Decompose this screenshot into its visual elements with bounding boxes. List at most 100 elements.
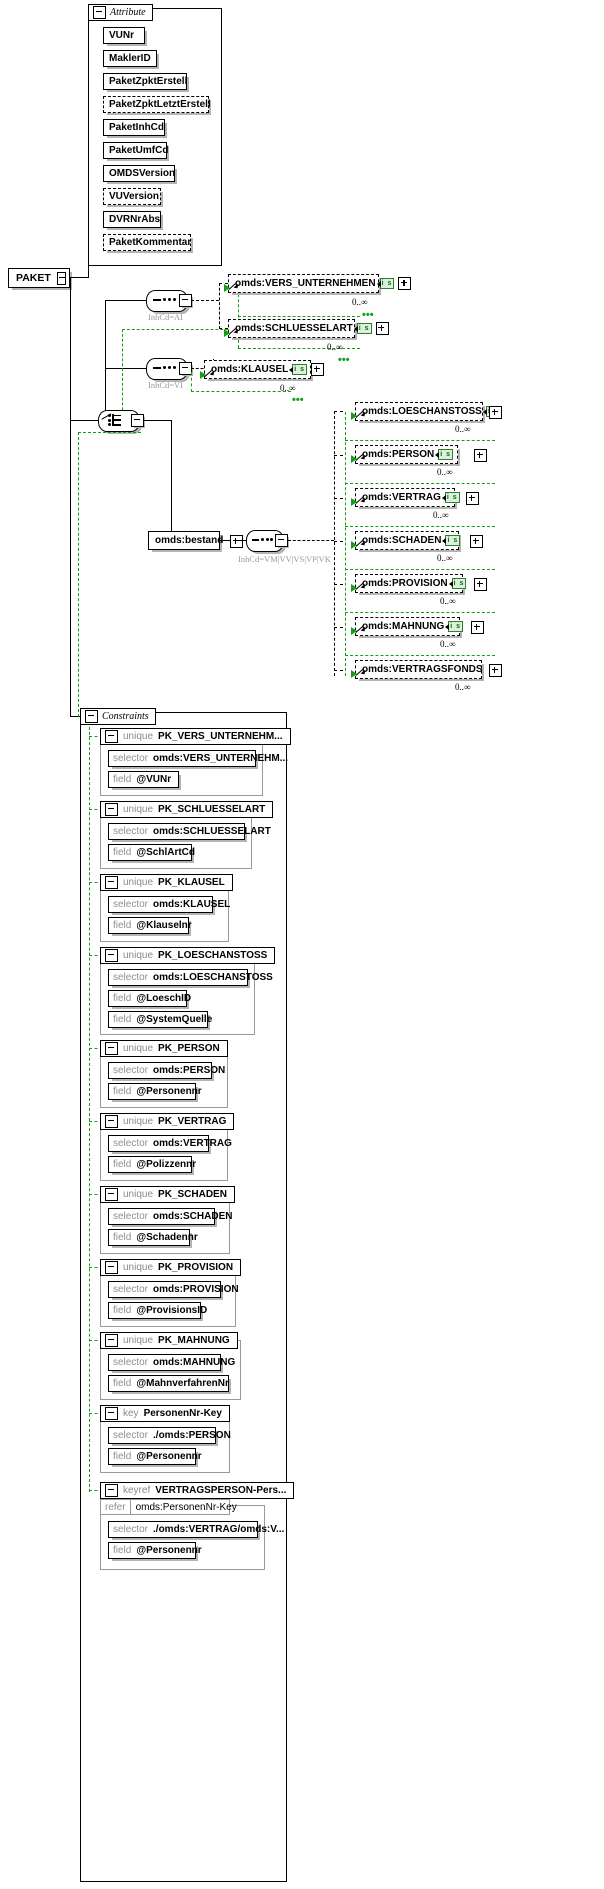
expand-icon[interactable] — [375, 322, 389, 335]
collapse-icon[interactable] — [105, 1115, 118, 1128]
constraint-field[interactable]: field @VUNr — [108, 771, 179, 788]
constraint-header-personennr-key[interactable]: key PersonenNr-Key — [100, 1405, 230, 1422]
constraint-field[interactable]: field @Polizzennr — [108, 1156, 196, 1173]
constraint-field[interactable]: field @Personennr — [108, 1083, 202, 1100]
compositor-sequence-vi[interactable] — [146, 358, 194, 380]
expand-icon[interactable] — [470, 535, 483, 548]
constraint-selector[interactable]: selector omds:PERSON — [108, 1062, 225, 1079]
occurrence-label: 0..∞ — [437, 553, 453, 563]
attribute-vuversion[interactable]: VUVersion — [103, 188, 161, 205]
collapse-icon[interactable] — [105, 803, 118, 816]
collapse-icon[interactable] — [105, 949, 118, 962]
constraint-field[interactable]: field @Personennr — [108, 1542, 202, 1559]
root-element-paket[interactable]: PAKET — [8, 268, 70, 288]
constraint-selector[interactable]: selector ./omds:PERSON — [108, 1427, 231, 1444]
constraint-refer[interactable]: refer omds:PersonenNr-Key — [100, 1499, 237, 1515]
compositor-choice[interactable] — [98, 410, 146, 432]
constraint-selector[interactable]: selector omds:KLAUSEL — [108, 896, 230, 913]
attribute-paketinhcd[interactable]: PaketInhCd — [103, 119, 165, 136]
constraint-field[interactable]: field @LoeschID — [108, 990, 191, 1007]
attribute-dvrnrabs[interactable]: DVRNrAbs — [103, 211, 161, 228]
constraint-header-pk-schaden[interactable]: unique PK_SCHADEN — [100, 1186, 235, 1203]
constraint-header-pk-person[interactable]: unique PK_PERSON — [100, 1040, 228, 1057]
constraints-frame-header[interactable]: Constraints — [80, 708, 156, 725]
constraint-selector[interactable]: selector omds:MAHNUNG — [108, 1354, 235, 1371]
expand-icon[interactable] — [471, 621, 484, 634]
collapse-icon[interactable] — [275, 534, 288, 547]
element-bestand[interactable]: omds:bestand — [148, 531, 223, 550]
attribute-maklerid[interactable]: MaklerID — [103, 50, 157, 67]
constraint-selector[interactable]: selector omds:VERS_UNTERNEHM... — [108, 750, 288, 767]
constraint-field[interactable]: field @Schadennr — [108, 1229, 198, 1246]
element-schluesselart[interactable]: omds:SCHLUESSELART i s — [228, 319, 389, 338]
constraint-name: PK_SCHADEN — [158, 1189, 227, 1200]
expand-icon[interactable] — [466, 492, 479, 505]
attribute-vunr[interactable]: VUNr — [103, 27, 145, 44]
constraint-header-pk-loeschanstoss[interactable]: unique PK_LOESCHANSTOSS — [100, 947, 276, 964]
element-vertrag[interactable]: omds:VERTRAG i s — [355, 488, 460, 507]
constraint-field-2[interactable]: field @SystemQuelle — [108, 1011, 212, 1028]
collapse-icon[interactable] — [93, 6, 106, 19]
constraint-field[interactable]: field @MahnverfahrenNr — [108, 1375, 229, 1392]
constraint-field[interactable]: field @ProvisionsID — [108, 1302, 207, 1319]
element-loeschanstoss[interactable]: omds:LOESCHANSTOSS i s — [355, 402, 501, 421]
element-provision[interactable]: omds:PROVISION i s — [355, 574, 467, 593]
constraint-selector[interactable]: selector omds:LOESCHANSTOSS — [108, 969, 273, 986]
element-vertragsfonds[interactable]: omds:VERTRAGSFONDS — [355, 660, 483, 679]
attribute-paketumfcd[interactable]: PaketUmfCd — [103, 142, 168, 159]
constraint-selector[interactable]: selector omds:SCHADEN — [108, 1208, 232, 1225]
constraint-selector[interactable]: selector omds:SCHLUESSELART — [108, 823, 271, 840]
element-person[interactable]: omds:PERSON i s — [355, 445, 458, 464]
expand-icon[interactable] — [311, 363, 325, 376]
constraint-field[interactable]: field @SchlArtCd — [108, 844, 195, 861]
selector-kind-label: selector — [113, 826, 149, 837]
compositor-sequence-ai[interactable] — [146, 290, 194, 312]
constraint-name: PK_MAHNUNG — [158, 1335, 230, 1346]
expand-icon[interactable] — [489, 406, 502, 419]
expand-icon[interactable] — [398, 277, 412, 290]
collapse-icon[interactable] — [105, 1042, 118, 1055]
attribute-paketkommentar[interactable]: PaketKommentar — [103, 234, 191, 251]
constraint-header-pk-klausel[interactable]: unique PK_KLAUSEL — [100, 874, 233, 891]
connector-trunk — [70, 277, 72, 717]
attribute-frame-header[interactable]: Attribute — [88, 4, 153, 21]
element-schaden[interactable]: omds:SCHADEN i s — [355, 531, 461, 550]
constraint-selector[interactable]: selector omds:VERTRAG — [108, 1135, 232, 1152]
expand-icon[interactable] — [474, 449, 487, 462]
expand-icon[interactable] — [489, 664, 502, 677]
collapse-icon[interactable] — [85, 710, 98, 723]
constraint-header-pk-vertrag[interactable]: unique PK_VERTRAG — [100, 1113, 235, 1130]
attribute-paketzpktletzterstell[interactable]: PaketZpktLetztErstell — [103, 96, 211, 113]
element-mahnung[interactable]: omds:MAHNUNG i s — [355, 617, 464, 636]
constraint-name: PK_KLAUSEL — [158, 877, 225, 888]
collapse-icon[interactable] — [56, 271, 66, 285]
sequence-icon — [153, 298, 177, 301]
constraint-name: VERTRAGSPERSON-Pers... — [155, 1485, 287, 1496]
compositor-sequence-bestand[interactable] — [246, 530, 294, 552]
constraint-kind: unique — [123, 1116, 154, 1127]
collapse-icon[interactable] — [105, 730, 118, 743]
constraint-header-pk-vers-unternehmen[interactable]: unique PK_VERS_UNTERNEHM... — [100, 728, 291, 745]
collapse-icon[interactable] — [105, 1407, 118, 1420]
collapse-icon[interactable] — [105, 1188, 118, 1201]
element-klausel[interactable]: omds:KLAUSEL i s — [204, 360, 325, 379]
collapse-icon[interactable] — [105, 1261, 118, 1274]
constraint-header-vertragsperson-keyref[interactable]: keyref VERTRAGSPERSON-Pers... — [100, 1482, 295, 1499]
constraint-field[interactable]: field @Personennr — [108, 1448, 202, 1465]
expand-icon[interactable] — [474, 578, 487, 591]
expand-icon[interactable] — [230, 535, 243, 548]
constraint-header-pk-provision[interactable]: unique PK_PROVISION — [100, 1259, 242, 1276]
collapse-icon[interactable] — [105, 876, 118, 889]
attribute-paketzpkterstell[interactable]: PaketZpktErstell — [103, 73, 187, 90]
collapse-icon[interactable] — [105, 1484, 118, 1497]
constraint-selector[interactable]: selector ./omds:VERTRAG/omds:V... — [108, 1521, 284, 1538]
element-vers-unternehmen[interactable]: omds:VERS_UNTERNEHMEN i s — [228, 274, 412, 293]
collapse-icon[interactable] — [105, 1334, 118, 1347]
constraint-header-pk-mahnung[interactable]: unique PK_MAHNUNG — [100, 1332, 238, 1349]
constraint-field[interactable]: field @Klauselnr — [108, 917, 192, 934]
ref-arrow-icon — [229, 283, 238, 292]
constraint-header-pk-schluesselart[interactable]: unique PK_SCHLUESSELART — [100, 801, 274, 818]
type-badge: i s — [353, 323, 372, 334]
constraint-selector[interactable]: selector omds:PROVISION — [108, 1281, 239, 1298]
attribute-omdsversion[interactable]: OMDSVersion — [103, 165, 175, 182]
